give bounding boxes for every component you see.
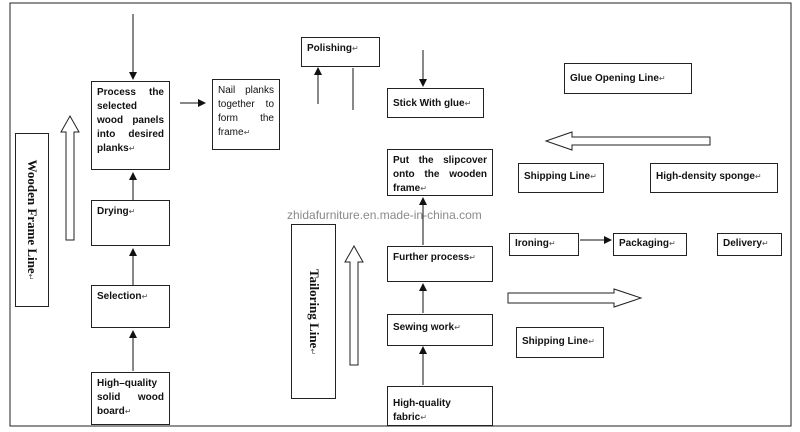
high-density-sponge-box: High-density sponge↵ [650,163,778,193]
high-quality-fabric-box: High-quality fabric↵ [387,386,493,426]
glue-line-left-arrow [544,131,711,151]
sewing-work-box: Sewing work↵ [387,314,493,346]
delivery-box: Delivery↵ [717,233,782,256]
polishing-box: Polishing↵ [301,37,380,67]
shipping-line-top-box: Shipping Line↵ [518,163,604,193]
process-panels-box: Process the selected wood panels into de… [91,81,170,170]
shipping-line-right-arrow [507,288,643,308]
selection-box: Selection↵ [91,285,170,328]
shipping-line-bottom-box: Shipping Line↵ [516,327,604,358]
tailoring-line-title: Tailoring Line↵ [306,268,322,355]
high-quality-wood-box: High–quality solid wood board↵ [91,372,170,425]
tailoring-line-up-arrow [344,244,364,366]
drying-box: Drying↵ [91,200,170,246]
wooden-frame-line-title: Wooden Frame Line↵ [25,159,40,281]
put-slipcover-box: Put the slipcover onto the wooden frame↵ [387,149,493,196]
glue-opening-line-box: Glue Opening Line↵ [564,63,692,94]
ironing-box: Ironing↵ [509,233,579,256]
nail-planks-box: Nail planks together to form the frame↵ [212,79,280,150]
tailoring-line-label: Tailoring Line↵ [291,224,336,399]
packaging-box: Packaging↵ [613,233,687,256]
wooden-line-up-arrow [60,114,80,241]
watermark-text: zhidafurniture.en.made-in-china.com [287,208,482,222]
wooden-frame-line-label: Wooden Frame Line↵ [15,133,49,307]
further-process-box: Further process↵ [387,246,493,282]
stick-with-glue-box: Stick With glue↵ [387,88,484,118]
diagram-border [9,2,792,427]
